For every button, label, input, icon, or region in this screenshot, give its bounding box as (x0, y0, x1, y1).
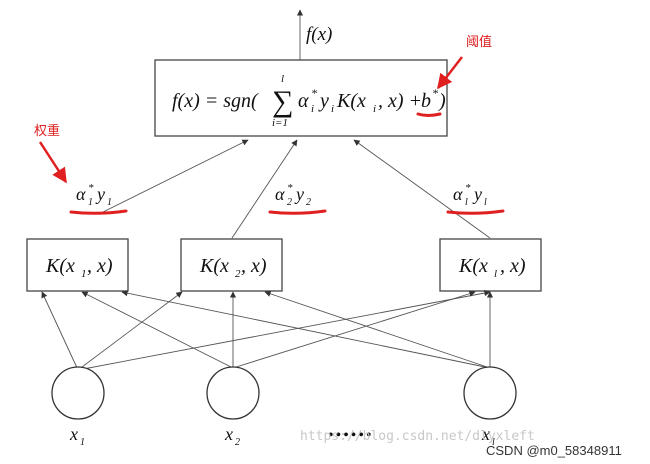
input-node-1 (206, 366, 260, 420)
footer-credit: CSDN @m0_58348911 (486, 443, 622, 458)
weight-arrow (38, 141, 68, 184)
input-1-sub: 2 (235, 437, 240, 448)
weight-2-y-sub: l (484, 197, 487, 208)
weight-1-alpha-sub: 2 (287, 197, 292, 208)
weight-2-underline (446, 209, 505, 215)
edge-xl-k2 (264, 290, 491, 369)
formula-y: y (318, 90, 329, 112)
threshold-arrow (437, 56, 463, 90)
weight-1-star: * (287, 182, 293, 194)
edge-kernell-output (353, 139, 491, 239)
threshold-annotation: 阈值 (466, 34, 492, 50)
input-2-label: x (481, 424, 490, 444)
kernel-2-sub: l (494, 268, 497, 280)
formula-alpha-star: * (311, 86, 317, 100)
kernel-0-sub: 1 (81, 268, 87, 280)
weight-0-alpha-sub: 1 (88, 197, 93, 208)
formula-close: ) (438, 90, 446, 112)
weight-annotation: 权重 (34, 123, 60, 139)
edge-kernel2-output (231, 139, 298, 239)
weight-0-star: * (88, 182, 94, 194)
input-node-2 (463, 366, 517, 420)
sum-symbol: ∑ (272, 85, 293, 118)
edge-kernel1-output (102, 139, 249, 213)
formula-lhs: f(x) = sgn( (172, 90, 259, 112)
edge-x2-k1 (81, 291, 234, 369)
kernel-2-pre: K(x (458, 255, 488, 277)
input-0-sub: 1 (80, 437, 85, 448)
edge-xl-k1 (121, 290, 491, 369)
kernel-box-1 (180, 238, 283, 292)
edge-x1-k1 (41, 291, 79, 371)
weight-1-y-sub: 2 (306, 197, 311, 208)
ellipsis-dots: •••••• (328, 427, 374, 444)
watermark-url: https://blog.csdn.net/dlyxleft (300, 429, 535, 444)
input-2-sub: l (492, 437, 495, 448)
kernel-1-post: , x) (241, 255, 267, 277)
weight-2-alpha: α (453, 184, 463, 204)
formula-alpha: α (298, 90, 309, 112)
kernel-2-post: , x) (500, 255, 526, 277)
formula-bias-star: * (432, 86, 438, 100)
bias-underline (416, 112, 442, 117)
edge-x1-k2 (77, 291, 183, 371)
weight-1-underline (268, 209, 327, 215)
decision-formula: f(x) = sgn( ∑ l i=1 α * i y i K(x i , x)… (172, 73, 446, 129)
sum-lower: i=1 (272, 117, 288, 129)
kernel-1-sub: 2 (235, 268, 241, 280)
formula-alpha-sub: i (311, 103, 314, 115)
edge-x2-kl (232, 290, 476, 369)
formula-kernel-sub: i (373, 103, 376, 115)
kernel-0-post: , x) (87, 255, 113, 277)
kernel-0-pre: K(x (45, 255, 75, 277)
weight-1-alpha: α (275, 184, 285, 204)
weight-0-alpha: α (76, 184, 86, 204)
input-edges (41, 289, 494, 371)
input-0-label: x (69, 424, 78, 444)
sum-upper: l (281, 73, 284, 85)
output-label: f(x) (306, 24, 332, 45)
kernel-box-0 (26, 238, 129, 292)
kernel-1-pre: K(x (199, 255, 229, 277)
formula-kernel-rest: , x) + (378, 90, 422, 112)
formula-bias: b (421, 90, 431, 112)
weight-0-y: y (95, 184, 105, 204)
edge-x1-kl (77, 289, 491, 371)
formula-y-sub: i (331, 103, 334, 115)
weight-2-alpha-sub: l (465, 197, 468, 208)
decision-function-box (154, 59, 448, 137)
formula-kernel: K(x (336, 90, 366, 112)
weight-0-underline (69, 209, 128, 215)
input-1-label: x (224, 424, 233, 444)
weight-2-y: y (472, 184, 482, 204)
input-node-0 (51, 366, 105, 420)
weight-1-y: y (294, 184, 304, 204)
kernel-box-2 (439, 238, 542, 292)
weight-2-star: * (465, 182, 471, 194)
weight-0-y-sub: 1 (107, 197, 112, 208)
